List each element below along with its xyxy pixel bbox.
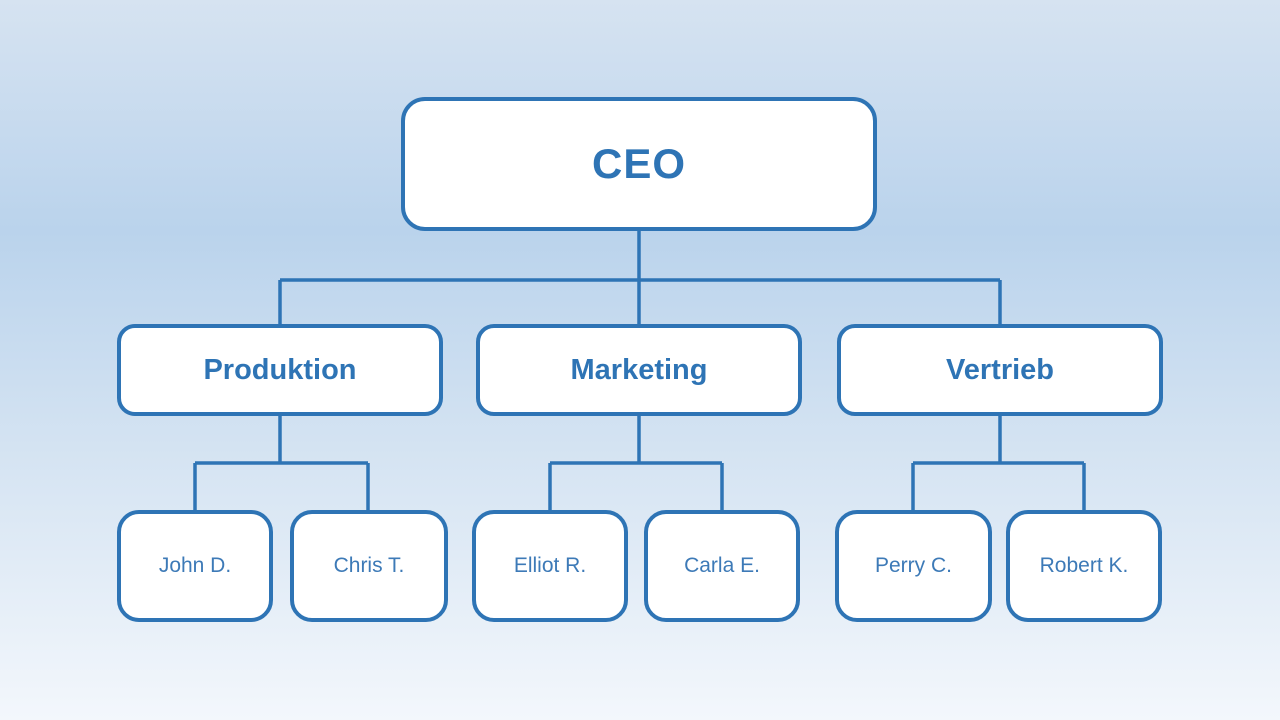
connector-vertrieb-to-members	[911, 416, 1086, 510]
org-node-produktion-label: Produktion	[203, 353, 357, 386]
org-node-produktion[interactable]: Produktion	[117, 324, 443, 416]
org-node-vertrieb-label: Vertrieb	[946, 353, 1054, 386]
member-name-label: Chris T.	[333, 554, 405, 577]
connector-ceo-to-departments	[278, 231, 1002, 324]
connector-produktion-to-members	[193, 416, 370, 510]
org-node-member-carla-e[interactable]: Carla E.	[644, 510, 800, 622]
member-name-label: John D.	[158, 554, 232, 577]
member-name-label: Robert K.	[1039, 554, 1129, 577]
org-node-ceo[interactable]: CEO	[401, 97, 877, 231]
org-node-ceo-label: CEO	[591, 140, 686, 187]
member-name-label: Carla E.	[684, 554, 760, 577]
org-node-member-robert-k[interactable]: Robert K.	[1006, 510, 1162, 622]
org-node-vertrieb[interactable]: Vertrieb	[837, 324, 1163, 416]
member-name-label: Perry C.	[874, 554, 952, 577]
connector-marketing-to-members	[548, 416, 724, 510]
org-node-member-elliot-r[interactable]: Elliot R.	[472, 510, 628, 622]
org-node-marketing-label: Marketing	[570, 353, 708, 386]
org-node-member-chris-t[interactable]: Chris T.	[290, 510, 448, 622]
member-name-label: Elliot R.	[513, 554, 587, 577]
org-node-member-john-d[interactable]: John D.	[117, 510, 273, 622]
org-node-marketing[interactable]: Marketing	[476, 324, 802, 416]
org-node-member-perry-c[interactable]: Perry C.	[835, 510, 992, 622]
